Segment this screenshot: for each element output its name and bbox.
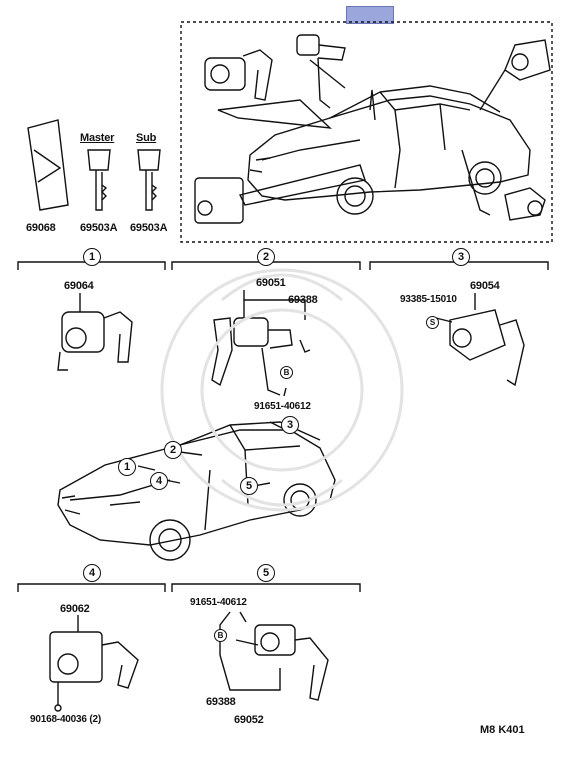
part-69052-label: 69052 <box>234 714 264 726</box>
screw-s-marker: S <box>426 316 439 329</box>
part-69064-label: 69064 <box>64 280 94 292</box>
section-1-marker: 1 <box>83 248 101 266</box>
overview-car-illustration <box>247 85 531 215</box>
part-90168-label: 90168-40036 (2) <box>30 714 101 725</box>
part-69054-label: 69054 <box>470 280 500 292</box>
master-key-heading: Master <box>80 132 115 144</box>
overview-glovebox-cylinder <box>194 177 244 224</box>
part-69503a-sub-label: 69503A <box>130 222 168 234</box>
section-2-marker: 2 <box>257 248 275 266</box>
bolt-b-marker-top: B <box>280 366 293 379</box>
part-69388-top-label: 69388 <box>288 294 318 306</box>
glovebox-lock-cylinder-69062 <box>49 615 139 712</box>
sub-key-heading: Sub <box>136 132 157 144</box>
hatch-lock-cylinder-69054 <box>435 293 525 387</box>
ignition-lock-cylinder-69064 <box>57 293 133 371</box>
overview-hatch-cylinder <box>504 39 551 81</box>
master-key <box>87 149 111 211</box>
section-5-marker: 5 <box>257 564 275 582</box>
overview-rear-cylinder <box>504 187 546 221</box>
door-lock-cylinder-69052 <box>219 611 329 701</box>
part-69062-label: 69062 <box>60 603 90 615</box>
watermark-emblem <box>160 268 404 512</box>
part-69051-label: 69051 <box>256 277 286 289</box>
car-location-2: 2 <box>164 441 182 459</box>
door-lock-cylinder-69051 <box>211 290 311 397</box>
part-69503a-master-label: 69503A <box>80 222 118 234</box>
overview-door-cylinder <box>296 34 346 109</box>
car-location-3: 3 <box>281 416 299 434</box>
middle-car-illustration <box>57 421 336 561</box>
part-91651-top-label: 91651-40612 <box>254 401 311 412</box>
bolt-b-marker-bottom: B <box>214 629 227 642</box>
overview-ignition-cylinder <box>204 49 273 101</box>
key-case <box>27 119 69 211</box>
section-4-marker: 4 <box>83 564 101 582</box>
part-69068-label: 69068 <box>26 222 56 234</box>
car-location-1: 1 <box>118 458 136 476</box>
sub-key <box>137 149 161 211</box>
car-location-5: 5 <box>240 477 258 495</box>
part-93385-label: 93385-15010 <box>400 294 457 305</box>
section-3-marker: 3 <box>452 248 470 266</box>
part-69388-bottom-label: 69388 <box>206 696 236 708</box>
header-tab <box>346 6 394 24</box>
diagram-code: M8 K401 <box>480 724 525 736</box>
part-91651-bottom-label: 91651-40612 <box>190 597 247 608</box>
car-location-4: 4 <box>150 472 168 490</box>
